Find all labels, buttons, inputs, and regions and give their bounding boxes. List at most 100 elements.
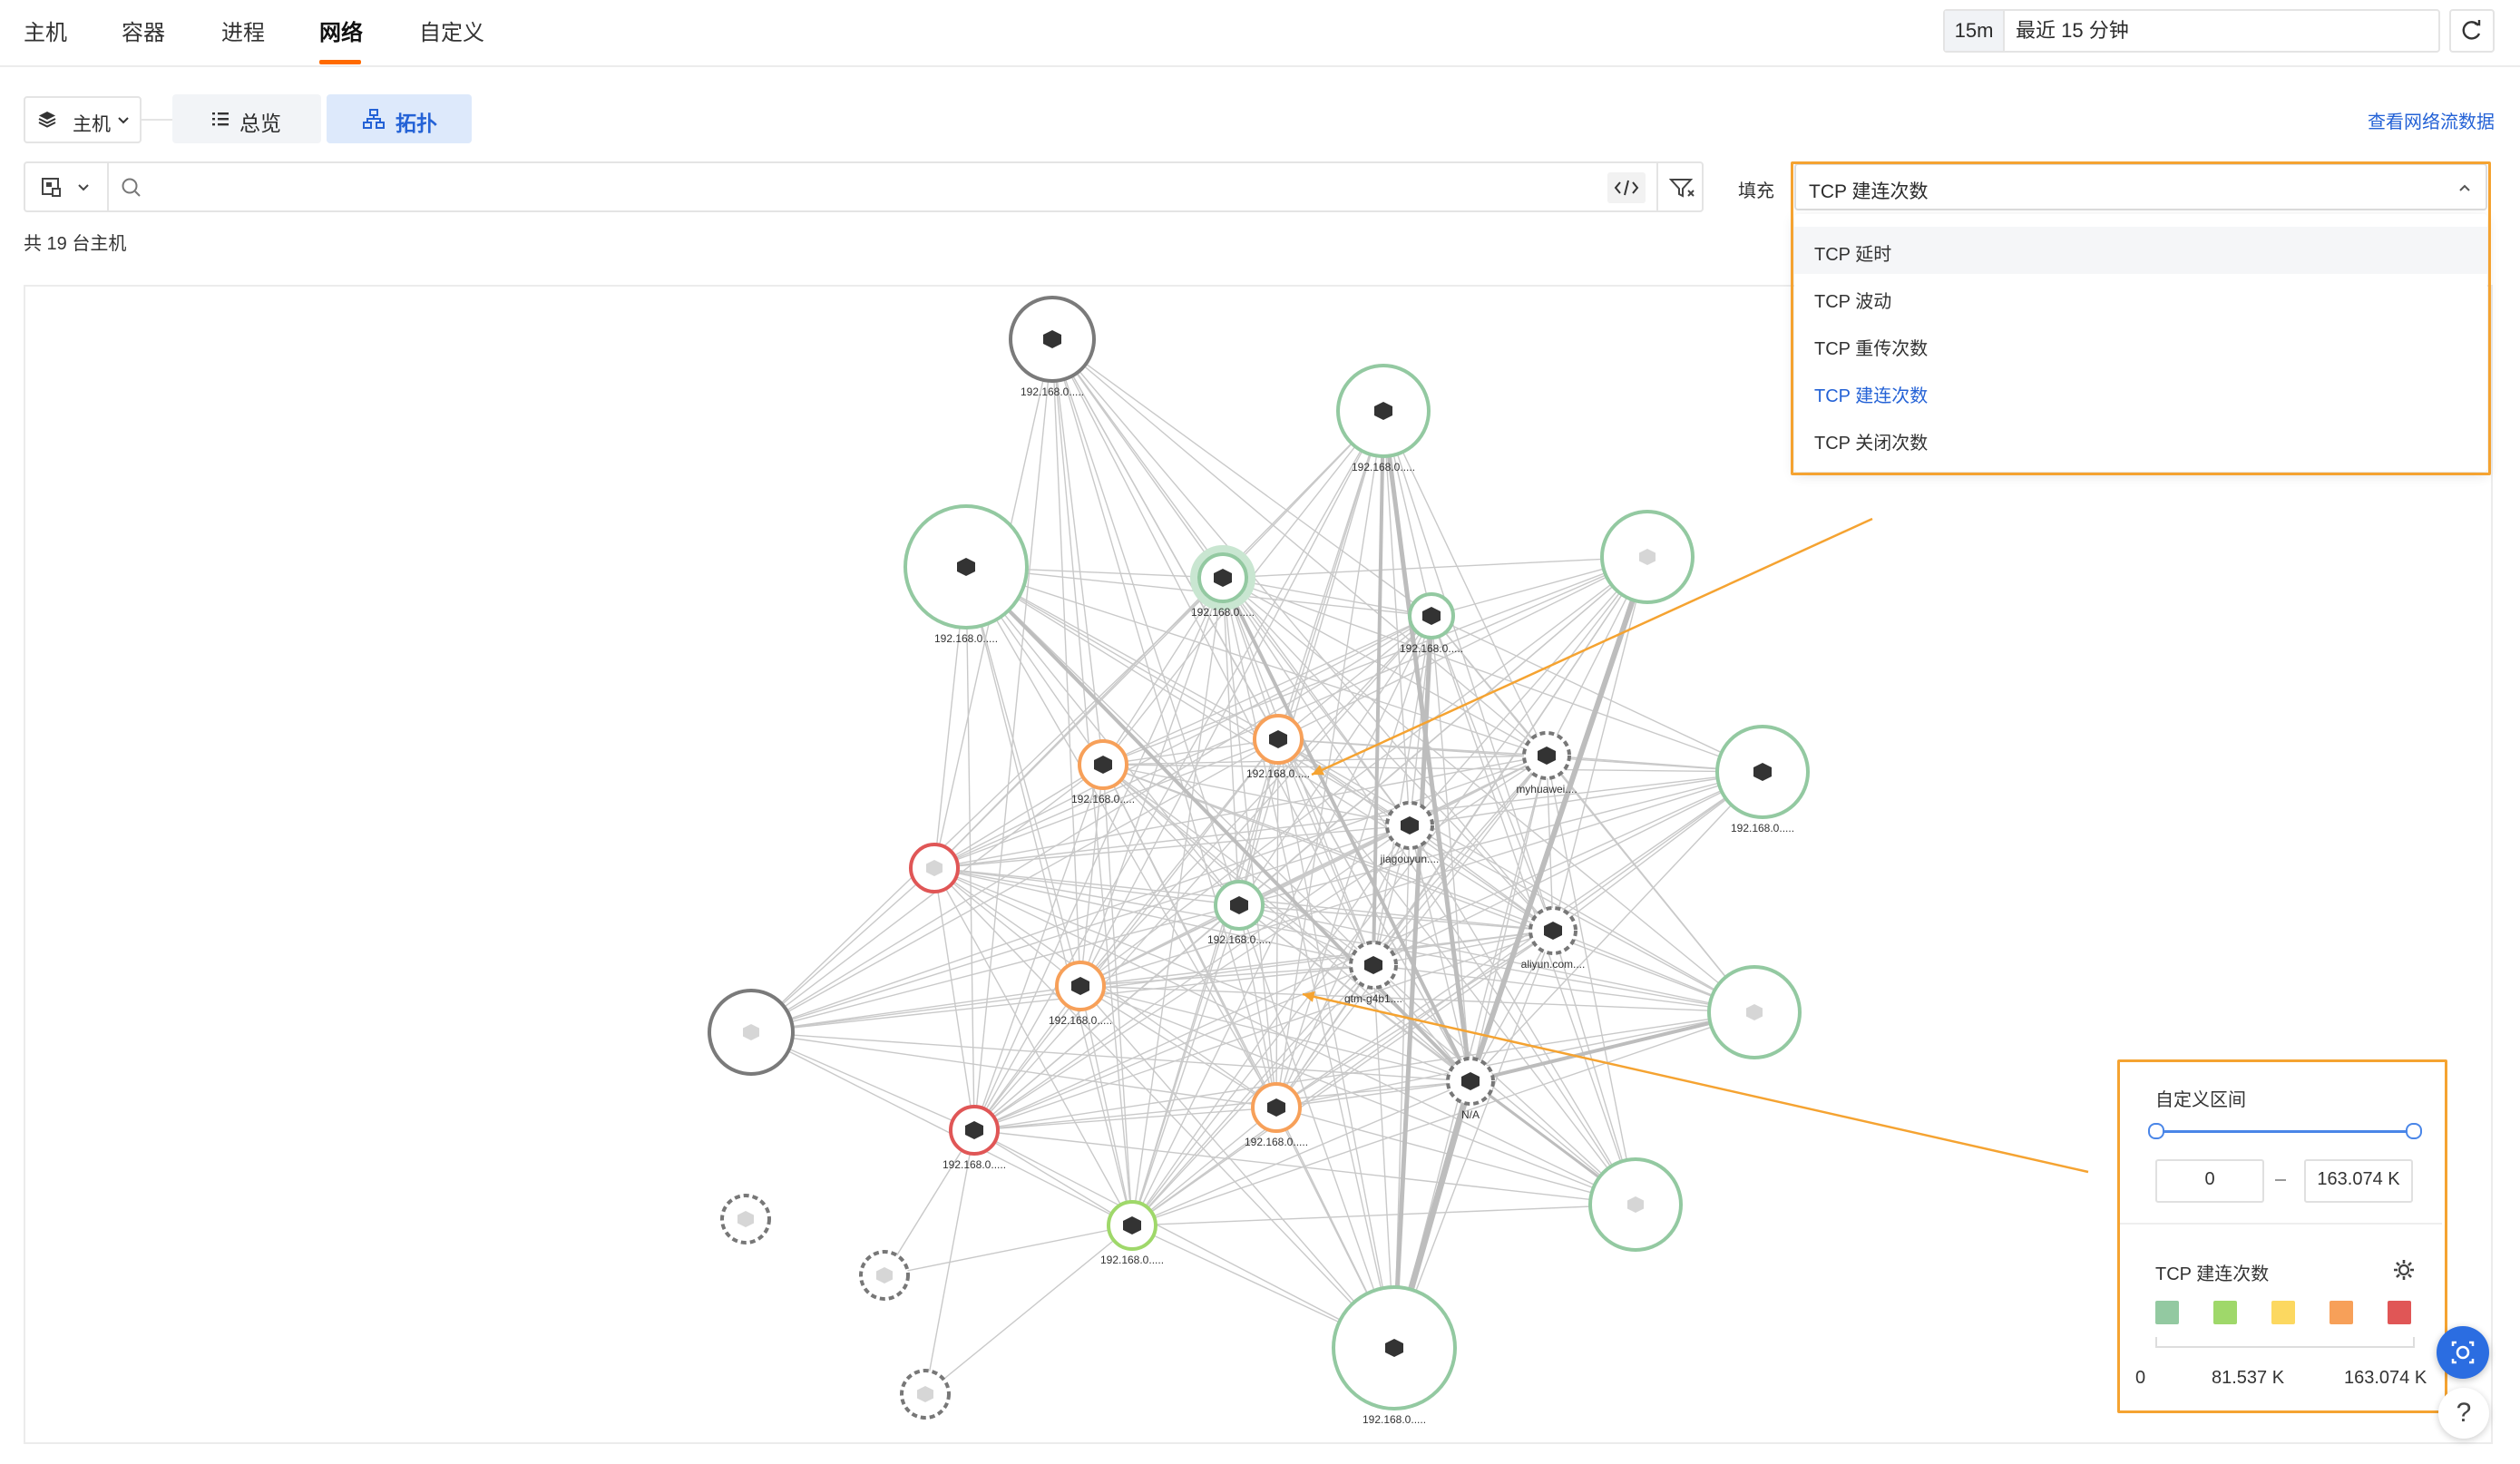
topology-node[interactable] (1707, 965, 1802, 1059)
topology-node[interactable]: 192.168.0..... (1207, 880, 1271, 946)
legend-color-2 (2213, 1301, 2237, 1324)
fill-metric-dropdown: TCP 延时 TCP 波动 TCP 重传次数 TCP 建连次数 TCP 关闭次数 (1794, 214, 2487, 472)
gear-icon[interactable] (2391, 1257, 2417, 1283)
topology-node[interactable]: 192.168.0..... (1009, 296, 1096, 398)
time-range-picker[interactable]: 15m 最近 15 分钟 (1943, 9, 2440, 53)
topology-node[interactable]: jiagouyun.... (1380, 801, 1440, 865)
topology-node[interactable]: 192.168.0..... (1336, 364, 1431, 473)
edge (933, 867, 1133, 1226)
topology-node[interactable]: 192.168.0..... (1245, 1082, 1308, 1148)
topology-node[interactable]: 192.168.0..... (1332, 1285, 1457, 1426)
tab-container[interactable]: 容器 (122, 21, 165, 45)
edge (1079, 985, 1395, 1349)
topology-node[interactable]: 192.168.0..... (943, 1105, 1006, 1171)
edge (933, 738, 1279, 869)
edge (1079, 985, 1133, 1226)
topology-node[interactable]: gtm-g4b1.... (1344, 941, 1402, 1005)
edge (933, 867, 975, 1131)
edge (1409, 825, 1755, 1013)
overview-button[interactable]: 总览 (172, 94, 321, 143)
edge (1131, 930, 1554, 1226)
topology-node[interactable]: N/A (1446, 1057, 1495, 1121)
edge (1277, 738, 1395, 1349)
edge (973, 1129, 1636, 1205)
host-cube-icon (965, 1121, 983, 1139)
topology-button[interactable]: 拓扑 (327, 94, 472, 143)
dropdown-option-tcp-close[interactable]: TCP 关闭次数 (1814, 434, 1929, 454)
edge (1079, 410, 1384, 987)
topology-node[interactable]: 192.168.0..... (903, 504, 1029, 645)
edge (933, 825, 1411, 869)
host-cube-icon (1753, 763, 1772, 781)
range-slider-min-handle[interactable] (2148, 1123, 2164, 1139)
legend-tick-max: 163.074 K (2344, 1368, 2427, 1388)
tab-process[interactable]: 进程 (221, 21, 265, 45)
topology-node[interactable] (720, 1194, 771, 1244)
edge (933, 615, 1432, 869)
topology-node[interactable]: 192.168.0..... (1190, 545, 1255, 619)
edge (1102, 764, 1395, 1349)
range-slider-track[interactable] (2155, 1130, 2411, 1133)
topology-node[interactable] (708, 989, 795, 1076)
tab-network[interactable]: 网络 (319, 21, 363, 45)
filter-button[interactable] (1664, 172, 1700, 203)
fill-metric-select[interactable]: TCP 建连次数 (1794, 163, 2487, 210)
view-network-flow-link[interactable]: 查看网络流数据 (2368, 112, 2495, 132)
edge (750, 764, 1104, 1033)
edge (1131, 1080, 1471, 1226)
refresh-button[interactable] (2449, 9, 2495, 53)
node-label: 192.168.0..... (1400, 642, 1463, 655)
range-min-input[interactable]: 0 (2155, 1159, 2264, 1203)
edge (973, 410, 1384, 1131)
edge (1102, 577, 1224, 766)
node-label: 192.168.0..... (1021, 386, 1084, 398)
tab-custom[interactable]: 自定义 (419, 21, 484, 45)
edge (933, 764, 1104, 869)
edge (965, 566, 1277, 1108)
dropdown-option-tcp-retransmit[interactable]: TCP 重传次数 (1814, 339, 1929, 359)
range-max-input[interactable]: 163.074 K (2304, 1159, 2413, 1203)
help-button[interactable]: ? (2438, 1388, 2489, 1439)
topology-node[interactable]: 192.168.0..... (1246, 714, 1310, 780)
topology-node[interactable]: aliyun.com.... (1521, 906, 1586, 971)
edge (1372, 964, 1755, 1013)
topology-node[interactable] (859, 1250, 910, 1301)
dropdown-option-tcp-connect[interactable]: TCP 建连次数 (1814, 386, 1929, 406)
host-type-select[interactable]: 主机 (24, 96, 142, 143)
time-range-label[interactable]: 最近 15 分钟 (2016, 19, 2129, 42)
topology-canvas[interactable]: 192.168.0..... 192.168.0..... 192.168.0...… (24, 285, 2493, 1444)
topology-node[interactable]: 192.168.0..... (1715, 725, 1810, 834)
topology-node[interactable]: 192.168.0..... (1400, 592, 1463, 655)
topology-node[interactable] (1588, 1157, 1683, 1252)
edge (1079, 985, 1755, 1013)
search-bar (24, 161, 1704, 212)
edge (1470, 930, 1554, 1082)
topology-node[interactable]: 192.168.0..... (1049, 961, 1112, 1027)
host-cube-icon (1230, 896, 1248, 914)
edge (973, 764, 1104, 1131)
topology-node[interactable]: 192.168.0..... (1100, 1200, 1164, 1266)
topology-node[interactable]: myhuawei.... (1516, 731, 1577, 795)
edge (965, 566, 1411, 826)
dropdown-option-tcp-jitter[interactable]: TCP 波动 (1814, 292, 1892, 312)
search-input[interactable] (152, 169, 1607, 205)
edge (1102, 764, 1554, 932)
range-slider-max-handle[interactable] (2406, 1123, 2422, 1139)
code-mode-button[interactable] (1607, 172, 1646, 203)
time-range-quick[interactable]: 15m (1945, 11, 2005, 51)
tab-host[interactable]: 主机 (24, 21, 67, 45)
edge (1275, 738, 1279, 1108)
topology-node[interactable] (900, 1369, 951, 1420)
topology-graph[interactable]: 192.168.0..... 192.168.0..... 192.168.0...… (25, 287, 2491, 1442)
topology-node[interactable] (909, 843, 960, 893)
annotation-arrow (1311, 517, 1873, 776)
edge (1221, 577, 1472, 1082)
dropdown-option-tcp-latency[interactable]: TCP 延时 (1794, 227, 2487, 274)
screenshot-button[interactable] (2437, 1326, 2489, 1379)
topology-node[interactable] (1600, 510, 1695, 604)
saved-filter-select[interactable] (25, 163, 109, 210)
topology-node[interactable]: 192.168.0..... (1071, 739, 1135, 805)
node-label: 192.168.0..... (1207, 933, 1271, 946)
host-cube-icon (1544, 922, 1562, 940)
host-cube-icon (1538, 747, 1556, 765)
